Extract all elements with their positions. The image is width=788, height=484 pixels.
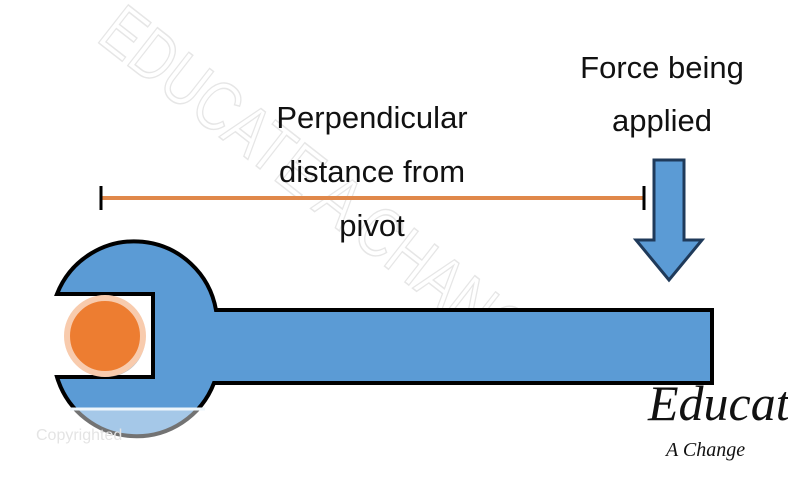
force-arrow-icon	[632, 158, 706, 283]
nut	[64, 295, 146, 377]
nut-circle	[64, 295, 146, 377]
wrench-body	[54, 239, 714, 439]
distance-label-line3: pivot	[339, 208, 405, 243]
distance-label-line2: distance from	[279, 154, 465, 189]
logo-line1: Educate	[647, 375, 788, 431]
force-label-line2: applied	[612, 103, 712, 138]
logo-line2: A Change	[664, 439, 745, 461]
copyright-text: Copyrighted	[36, 427, 122, 444]
educate-a-change-logo: Educate A Change	[647, 375, 788, 461]
wrench	[0, 239, 714, 484]
force-label-line1: Force being	[580, 50, 744, 85]
distance-indicator	[99, 186, 646, 210]
distance-label-line1: Perpendicular	[276, 100, 467, 135]
wrench-faded-overlay	[0, 408, 215, 484]
